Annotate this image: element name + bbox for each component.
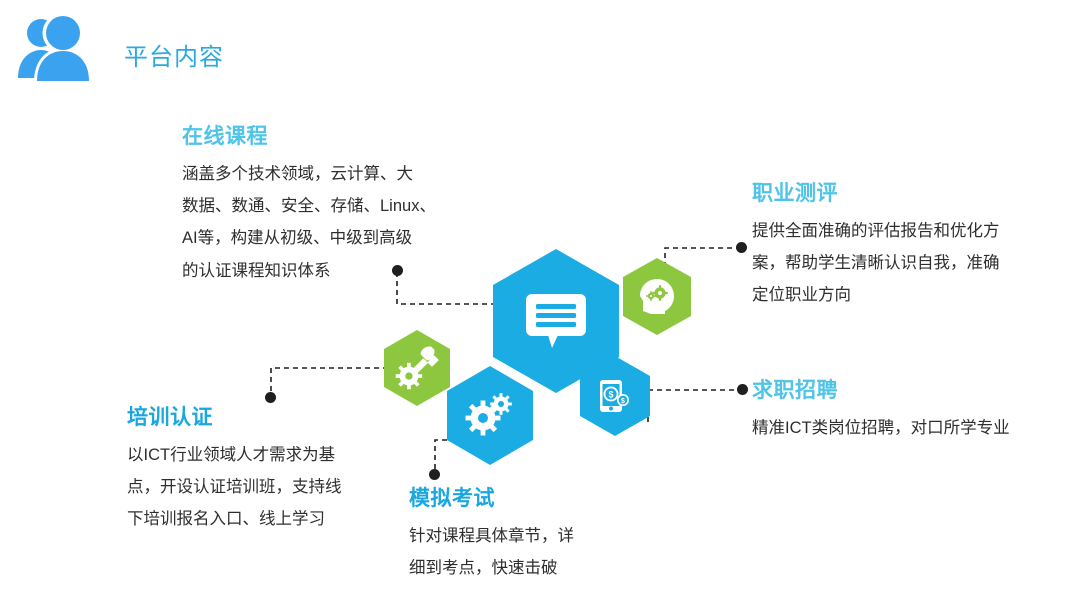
online-course-line-4: 的认证课程知识体系 <box>182 261 331 280</box>
online-course-line-3: AI等，构建从初级、中级到高级 <box>182 229 413 248</box>
career-connector <box>664 247 737 276</box>
training-connector <box>270 367 388 395</box>
career-connector-dot <box>736 242 747 253</box>
career-assessment-line-3: 定位职业方向 <box>752 286 851 305</box>
online-course-line-2: 数据、数通、安全、存储、Linux、 <box>182 197 436 216</box>
training-certification-title: 培训认证 <box>127 406 213 429</box>
page-title: 平台内容 <box>124 44 224 71</box>
career-assessment-title: 职业测评 <box>752 182 838 205</box>
section-job-recruitment: 求职招聘 精准ICT类岗位招聘，对口所学专业 <box>752 379 1010 444</box>
mock-exam-title: 模拟考试 <box>409 487 495 510</box>
career-assessment-line-2: 案，帮助学生清晰认识自我，准确 <box>752 254 1000 273</box>
section-online-course: 在线课程 涵盖多个技术领域，云计算、大 数据、数通、安全、存储、Linux、 A… <box>182 125 436 287</box>
mock-exam-line-1: 针对课程具体章节，详 <box>409 527 574 546</box>
job-recruitment-title: 求职招聘 <box>752 379 838 402</box>
online-course-line-1: 涵盖多个技术领域，云计算、大 <box>182 165 413 184</box>
mock-exam-line-2: 细到考点，快速击破 <box>409 559 558 578</box>
hexagon-training[interactable] <box>384 330 450 406</box>
exam-connector-dot <box>429 469 440 480</box>
svg-text:$: $ <box>621 398 625 405</box>
career-assessment-line-1: 提供全面准确的评估报告和优化方 <box>752 222 1000 241</box>
slide-header: 平台内容 <box>14 12 554 92</box>
job-recruitment-line-1: 精准ICT类岗位招聘，对口所学专业 <box>752 419 1010 438</box>
exam-connector <box>434 439 465 472</box>
online-course-connector-dot <box>392 265 403 276</box>
recruitment-connector-dot <box>737 384 748 395</box>
training-certification-line-1: 以ICT行业领域人才需求为基 <box>127 446 336 465</box>
hexagon-recruitment[interactable]: $ $ <box>580 356 650 436</box>
training-certification-line-3: 下培训报名入口、线上学习 <box>127 510 325 529</box>
section-career-assessment: 职业测评 提供全面准确的评估报告和优化方 案，帮助学生清晰认识自我，准确 定位职… <box>752 182 1000 312</box>
online-course-title: 在线课程 <box>182 125 268 148</box>
training-certification-line-2: 点，开设认证培训班，支持线 <box>127 478 342 497</box>
hexagon-center[interactable] <box>493 249 619 393</box>
section-training-certification: 培训认证 以ICT行业领域人才需求为基 点，开设认证培训班，支持线 下培训报名入… <box>127 406 342 536</box>
users-icon <box>14 12 100 86</box>
section-mock-exam: 模拟考试 针对课程具体章节，详 细到考点，快速击破 <box>409 487 574 584</box>
hexagon-exam[interactable] <box>447 366 533 465</box>
hexagon-career[interactable] <box>623 258 691 335</box>
training-connector-dot <box>265 392 276 403</box>
svg-text:$: $ <box>608 390 613 400</box>
